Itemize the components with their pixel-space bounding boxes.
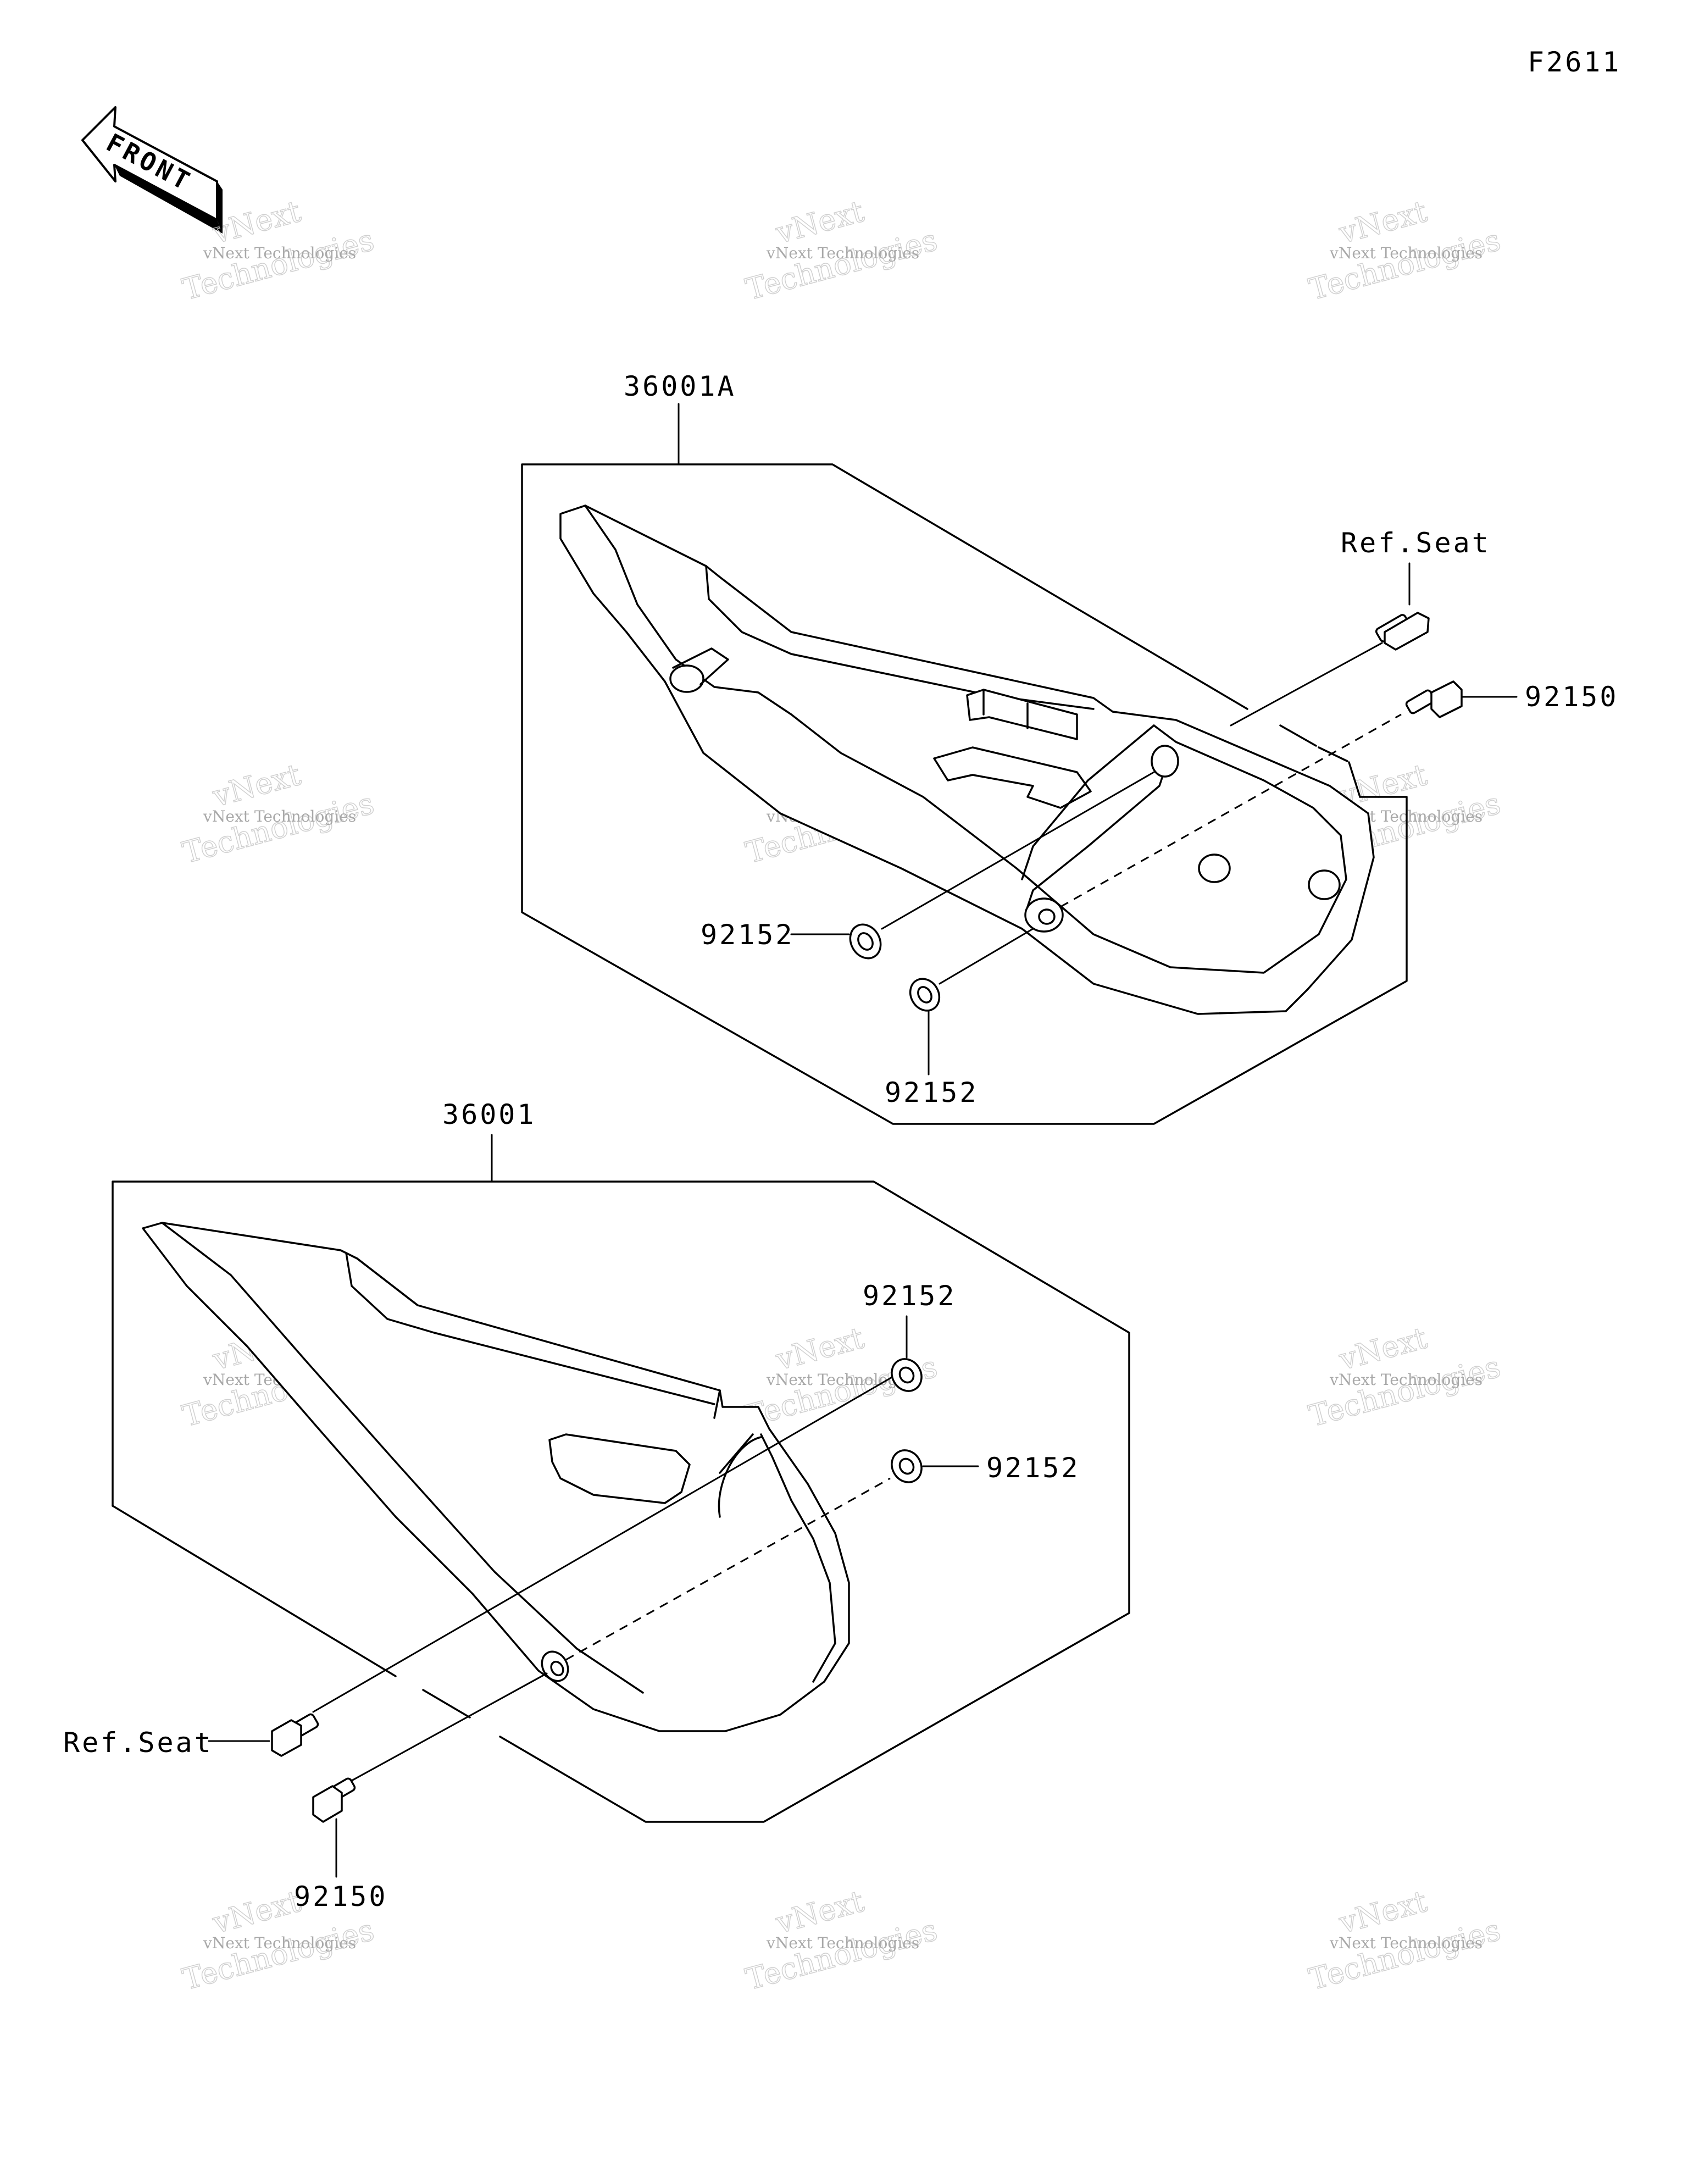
label-lower-ref-seat[interactable]: Ref.Seat	[63, 1727, 213, 1759]
upper-bolt-92150[interactable]: 92150	[1060, 680, 1619, 908]
svg-text:vNext Technologies: vNext Technologies	[1329, 244, 1482, 262]
svg-text:vNext Technologies: vNext Technologies	[203, 244, 356, 262]
upper-side-cover[interactable]	[559, 505, 1375, 1015]
svg-text:vNext: vNext	[1335, 1884, 1431, 1941]
upper-ref-seat-bolt[interactable]: Ref.Seat	[1230, 527, 1491, 727]
lower-group-outline	[112, 1180, 1130, 1823]
lower-collar-92152-b[interactable]: 92152	[565, 1445, 1080, 1661]
front-arrow-icon: FRONT	[81, 106, 223, 234]
label-lower-92152-a[interactable]: 92152	[863, 1280, 957, 1312]
upper-assembly: 36001A	[521, 370, 1619, 1125]
svg-text:Technologies: Technologies	[1306, 1349, 1504, 1433]
svg-text:vNext Technologies: vNext Technologies	[203, 807, 356, 825]
svg-text:vNext: vNext	[772, 1321, 868, 1377]
svg-text:vNext Technologies: vNext Technologies	[766, 244, 919, 262]
watermark: vNext Technologies vNext Technologies	[179, 757, 378, 871]
upper-group-outline	[521, 463, 1408, 1125]
svg-text:vNext: vNext	[1335, 1321, 1431, 1377]
svg-text:Technologies: Technologies	[179, 1913, 378, 1997]
svg-text:vNext: vNext	[209, 757, 304, 814]
lower-bolt-92150[interactable]: 92150	[294, 1672, 548, 1913]
svg-text:Technologies: Technologies	[1306, 1913, 1504, 1997]
label-upper-92150[interactable]: 92150	[1525, 681, 1619, 713]
upper-collar-92152-b[interactable]: 92152	[885, 928, 1034, 1108]
svg-text:Technologies: Technologies	[179, 223, 378, 307]
svg-text:vNext: vNext	[209, 1884, 304, 1941]
svg-text:vNext: vNext	[1335, 194, 1431, 251]
label-upper-92152-a[interactable]: 92152	[701, 919, 795, 951]
watermark: vNext Technologies vNext Technologies	[1305, 1883, 1504, 1997]
svg-text:vNext: vNext	[772, 1884, 868, 1941]
figure-id: F2611	[1528, 46, 1622, 78]
svg-text:Technologies: Technologies	[742, 1913, 941, 1997]
svg-text:Technologies: Technologies	[742, 223, 941, 307]
label-lower-92152-b[interactable]: 92152	[986, 1452, 1080, 1484]
label-upper-92152-b[interactable]: 92152	[885, 1077, 979, 1108]
label-36001A[interactable]: 36001A	[624, 370, 736, 402]
svg-text:Technologies: Technologies	[179, 786, 378, 870]
svg-text:vNext: vNext	[772, 194, 868, 251]
lower-assembly: 36001 92152	[63, 1099, 1130, 1913]
watermark: vNext Technologies vNext Technologies	[1305, 1320, 1504, 1434]
lower-collar-92152-a[interactable]: 92152	[312, 1280, 957, 1713]
watermark: vNext Technologies vNext Technologies	[742, 193, 941, 307]
upper-collar-92152-a[interactable]: 92152	[701, 771, 1155, 964]
svg-text:vNext Technologies: vNext Technologies	[203, 1934, 356, 1952]
watermark: vNext Technologies vNext Technologies	[742, 1883, 941, 1997]
svg-text:vNext Technologies: vNext Technologies	[766, 1934, 919, 1952]
svg-text:Technologies: Technologies	[1306, 223, 1504, 307]
label-lower-92150[interactable]: 92150	[294, 1881, 388, 1913]
watermark: vNext Technologies vNext Technologies	[1305, 193, 1504, 307]
label-36001[interactable]: 36001	[442, 1099, 536, 1130]
svg-text:vNext Technologies: vNext Technologies	[1329, 1934, 1482, 1952]
lower-ref-seat-bolt[interactable]: Ref.Seat	[63, 1713, 319, 1759]
label-upper-ref-seat[interactable]: Ref.Seat	[1341, 527, 1491, 559]
svg-text:vNext: vNext	[209, 194, 304, 251]
svg-text:vNext Technologies: vNext Technologies	[1329, 1371, 1482, 1389]
lower-side-cover[interactable]	[142, 1222, 850, 1732]
